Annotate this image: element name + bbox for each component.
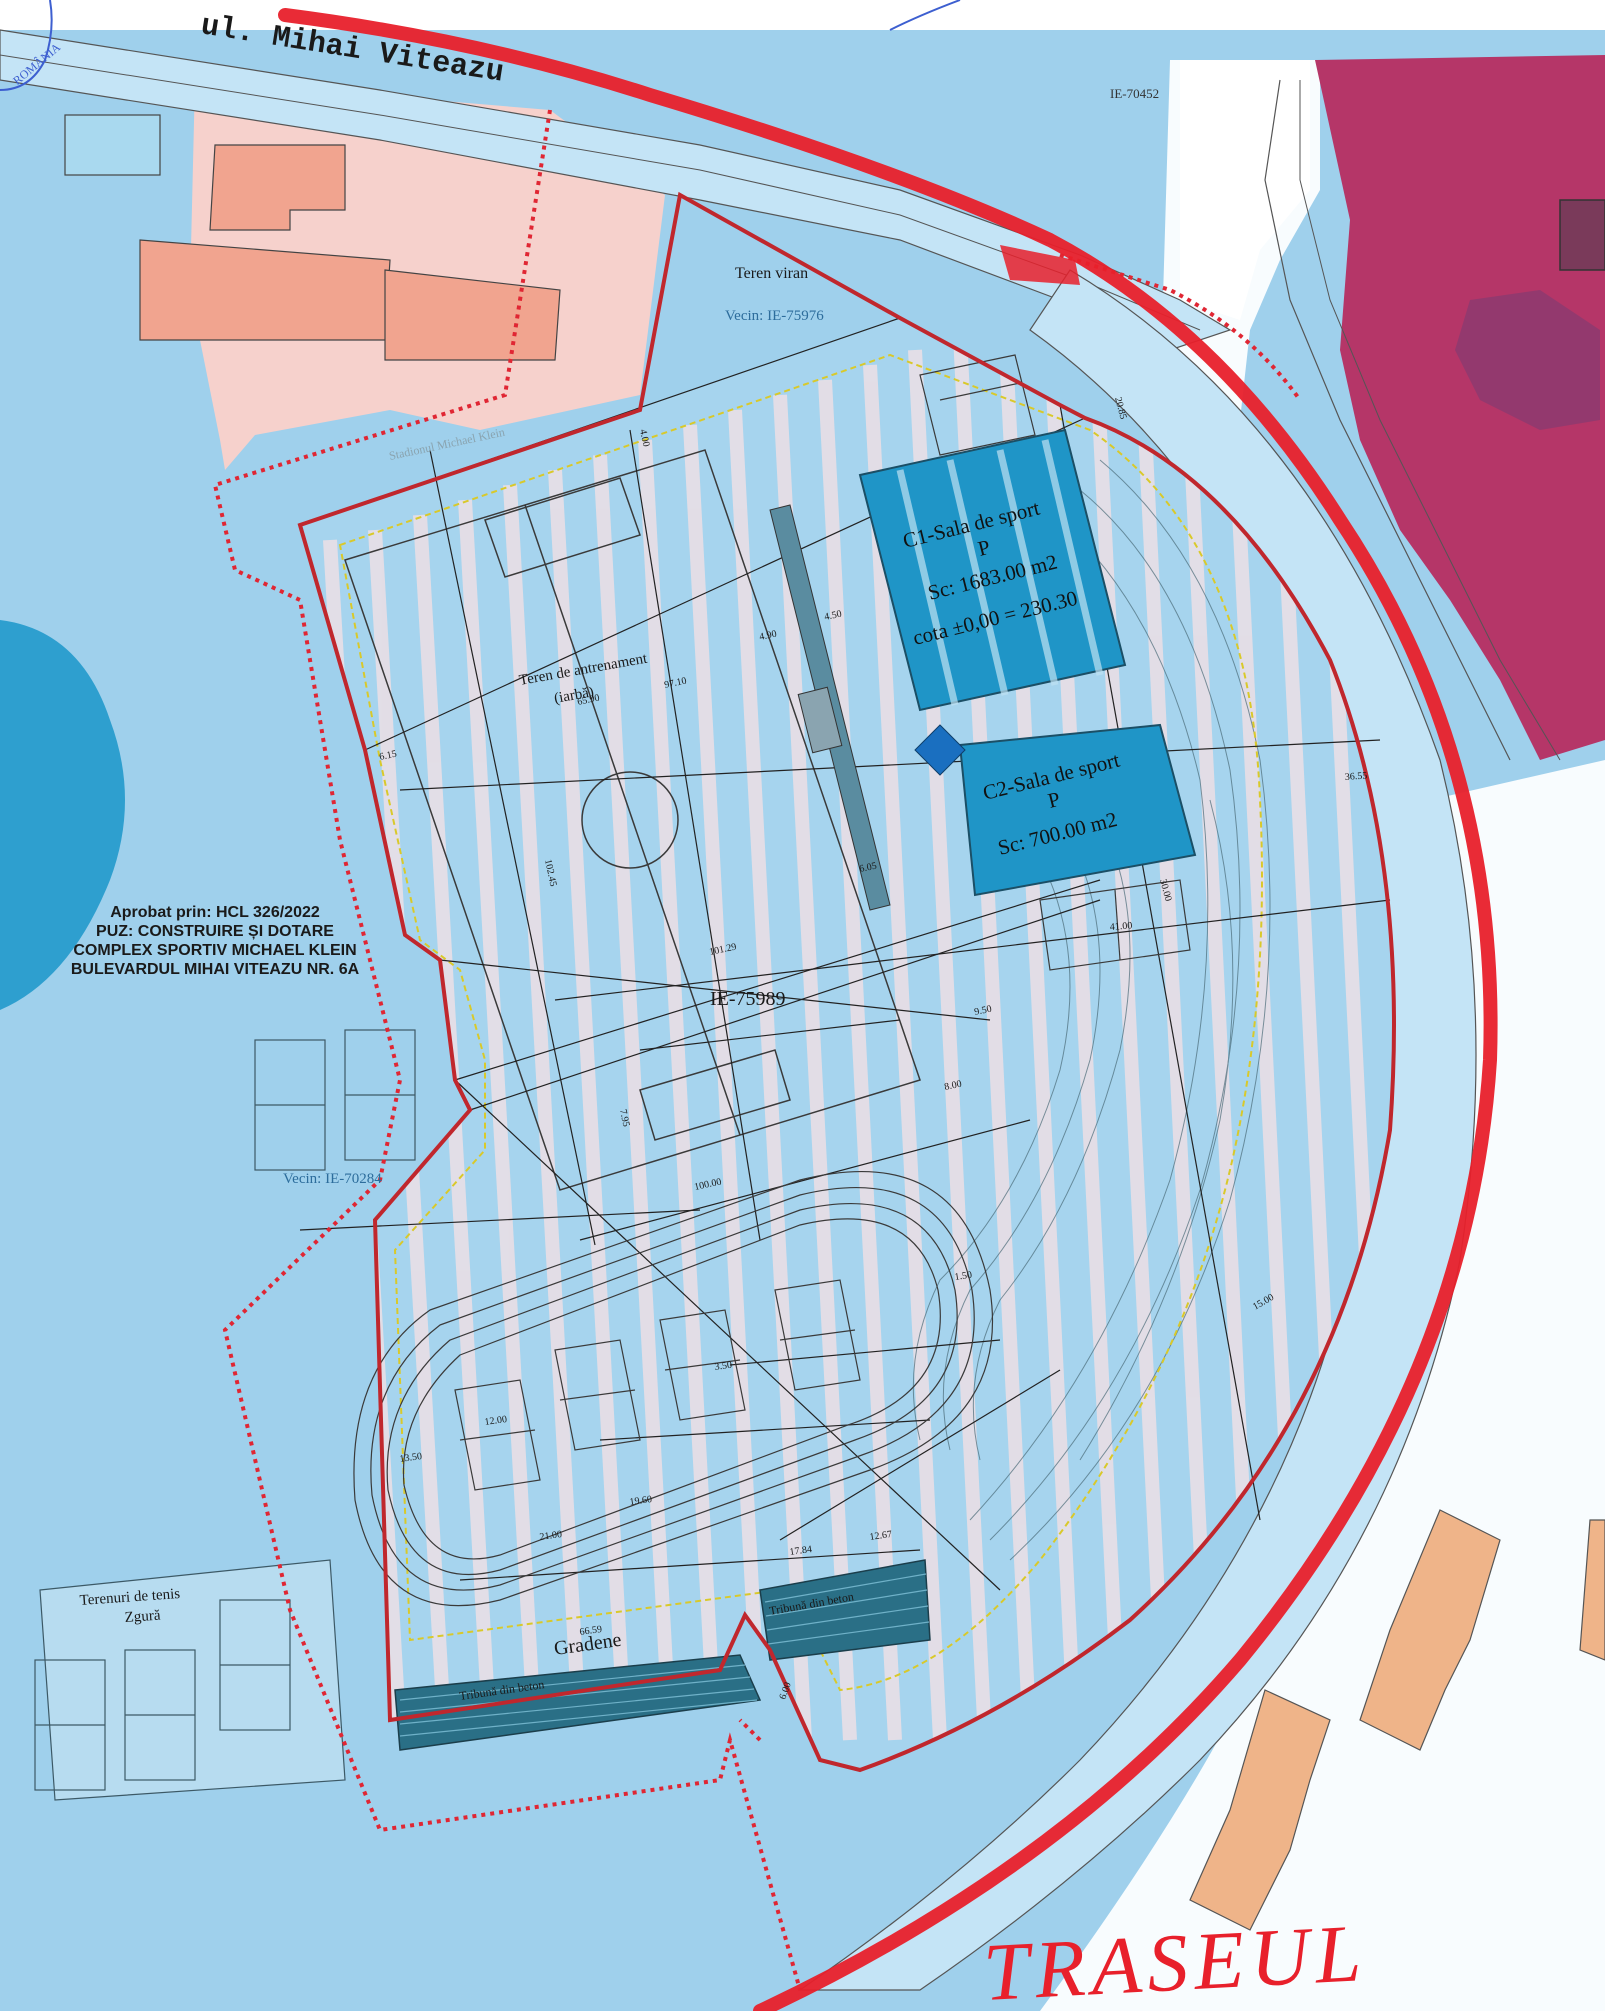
right-road-edge [1264, 79, 1511, 761]
pink-building-1 [64, 114, 161, 176]
approval-line-4: BULEVARDUL MIHAI VITEAZU NR. 6A [70, 961, 360, 978]
water-body [0, 620, 125, 1010]
magenta-area [1315, 55, 1605, 760]
road-red-marker-2 [1000, 245, 1080, 285]
stands-gradene [394, 1559, 931, 1751]
white-top-right-block [1180, 60, 1310, 320]
tennis-courts-2 [254, 1029, 416, 1171]
dimension-lines [299, 317, 1391, 1591]
unmapped-area-top [0, 0, 1605, 30]
right-road-edge-2 [1299, 80, 1561, 761]
parcel-label-ie70452: IE-70452 [1110, 86, 1159, 101]
dim-9-50: 9.50 [973, 1004, 992, 1018]
neighbor-parcel-top: Vecin: IE-75976 [725, 308, 824, 324]
yellow-setback-line [338, 353, 1263, 1692]
orange-building-1 [1359, 1509, 1501, 1751]
dim-1-50: 1.50 [954, 1270, 973, 1283]
magenta-inner-shape [1455, 290, 1600, 430]
training-field-label-2: (iarbă) [553, 684, 595, 707]
center-stand [769, 504, 891, 911]
neighbor-parcel-left: Vecin: IE-70284 [283, 1171, 382, 1187]
orange-building-3 [1579, 1519, 1605, 1661]
dim-12-00: 12.00 [484, 1414, 508, 1428]
dim-4-00: 4.00 [637, 428, 651, 447]
dim-3-50: 3.50 [714, 1360, 733, 1373]
approval-line-3: COMPLEX SPORTIV MICHAEL KLEIN [73, 942, 357, 959]
orange-building-2 [1189, 1689, 1331, 1931]
dim-7-95: 7.95 [617, 1108, 631, 1127]
dim-4-90: 4.90 [758, 629, 777, 643]
dim-97-10: 97.10 [663, 675, 687, 690]
tennis-label-1: Terenuri de tenis [79, 1586, 181, 1609]
dim-21-00: 21.00 [539, 1529, 563, 1543]
site-boundary [297, 191, 1396, 1773]
dim-6-15: 6.15 [378, 749, 397, 763]
dim-41-00: 41.00 [1109, 920, 1132, 933]
magenta-building [1559, 199, 1605, 271]
tennis-courts [34, 1559, 346, 1801]
dim-36-55: 36.55 [1344, 770, 1367, 783]
c1-label-2: P [975, 535, 992, 561]
pen-mark [889, 0, 961, 31]
road-red-marker [278, 8, 1498, 2011]
dim-12-67: 12.67 [869, 1529, 893, 1543]
dim-66-59: 66.59 [579, 1624, 603, 1638]
athletics-track [353, 1171, 994, 1607]
c2-label-2: P [1045, 787, 1062, 813]
salmon-building-1 [209, 144, 346, 231]
building-c2 [914, 723, 1197, 897]
dim-6-05: 6.05 [858, 861, 877, 875]
tennis-label-2: Zgură [124, 1608, 161, 1626]
vacant-lot-label: Teren viran [735, 265, 808, 282]
basketball-courts [454, 1279, 861, 1491]
dim-65-90: 65.90 [576, 692, 600, 707]
dim-4-50: 4.50 [823, 609, 842, 623]
dim-8-00: 8.00 [943, 1079, 962, 1093]
dim-13-50: 13.50 [399, 1451, 423, 1465]
building-c1 [858, 428, 1127, 712]
salmon-building-3 [384, 269, 561, 361]
approval-line-1: Aprobat prin: HCL 326/2022 [110, 904, 320, 921]
approval-line-2: PUZ: CONSTRUIRE ȘI DOTARE [96, 923, 334, 940]
handwritten-note: TRASEUL [981, 1907, 1369, 2011]
dim-17-84: 17.84 [789, 1544, 813, 1558]
approval-note: Aprobat prin: HCL 326/2022 PUZ: CONSTRUI… [50, 903, 380, 979]
dim-19-60: 19.60 [629, 1494, 653, 1508]
small-court-c2 [1039, 879, 1191, 971]
main-parcel-label: IE-75989 [710, 988, 786, 1010]
training-field [344, 449, 921, 1191]
puz-boundary [212, 109, 802, 1991]
